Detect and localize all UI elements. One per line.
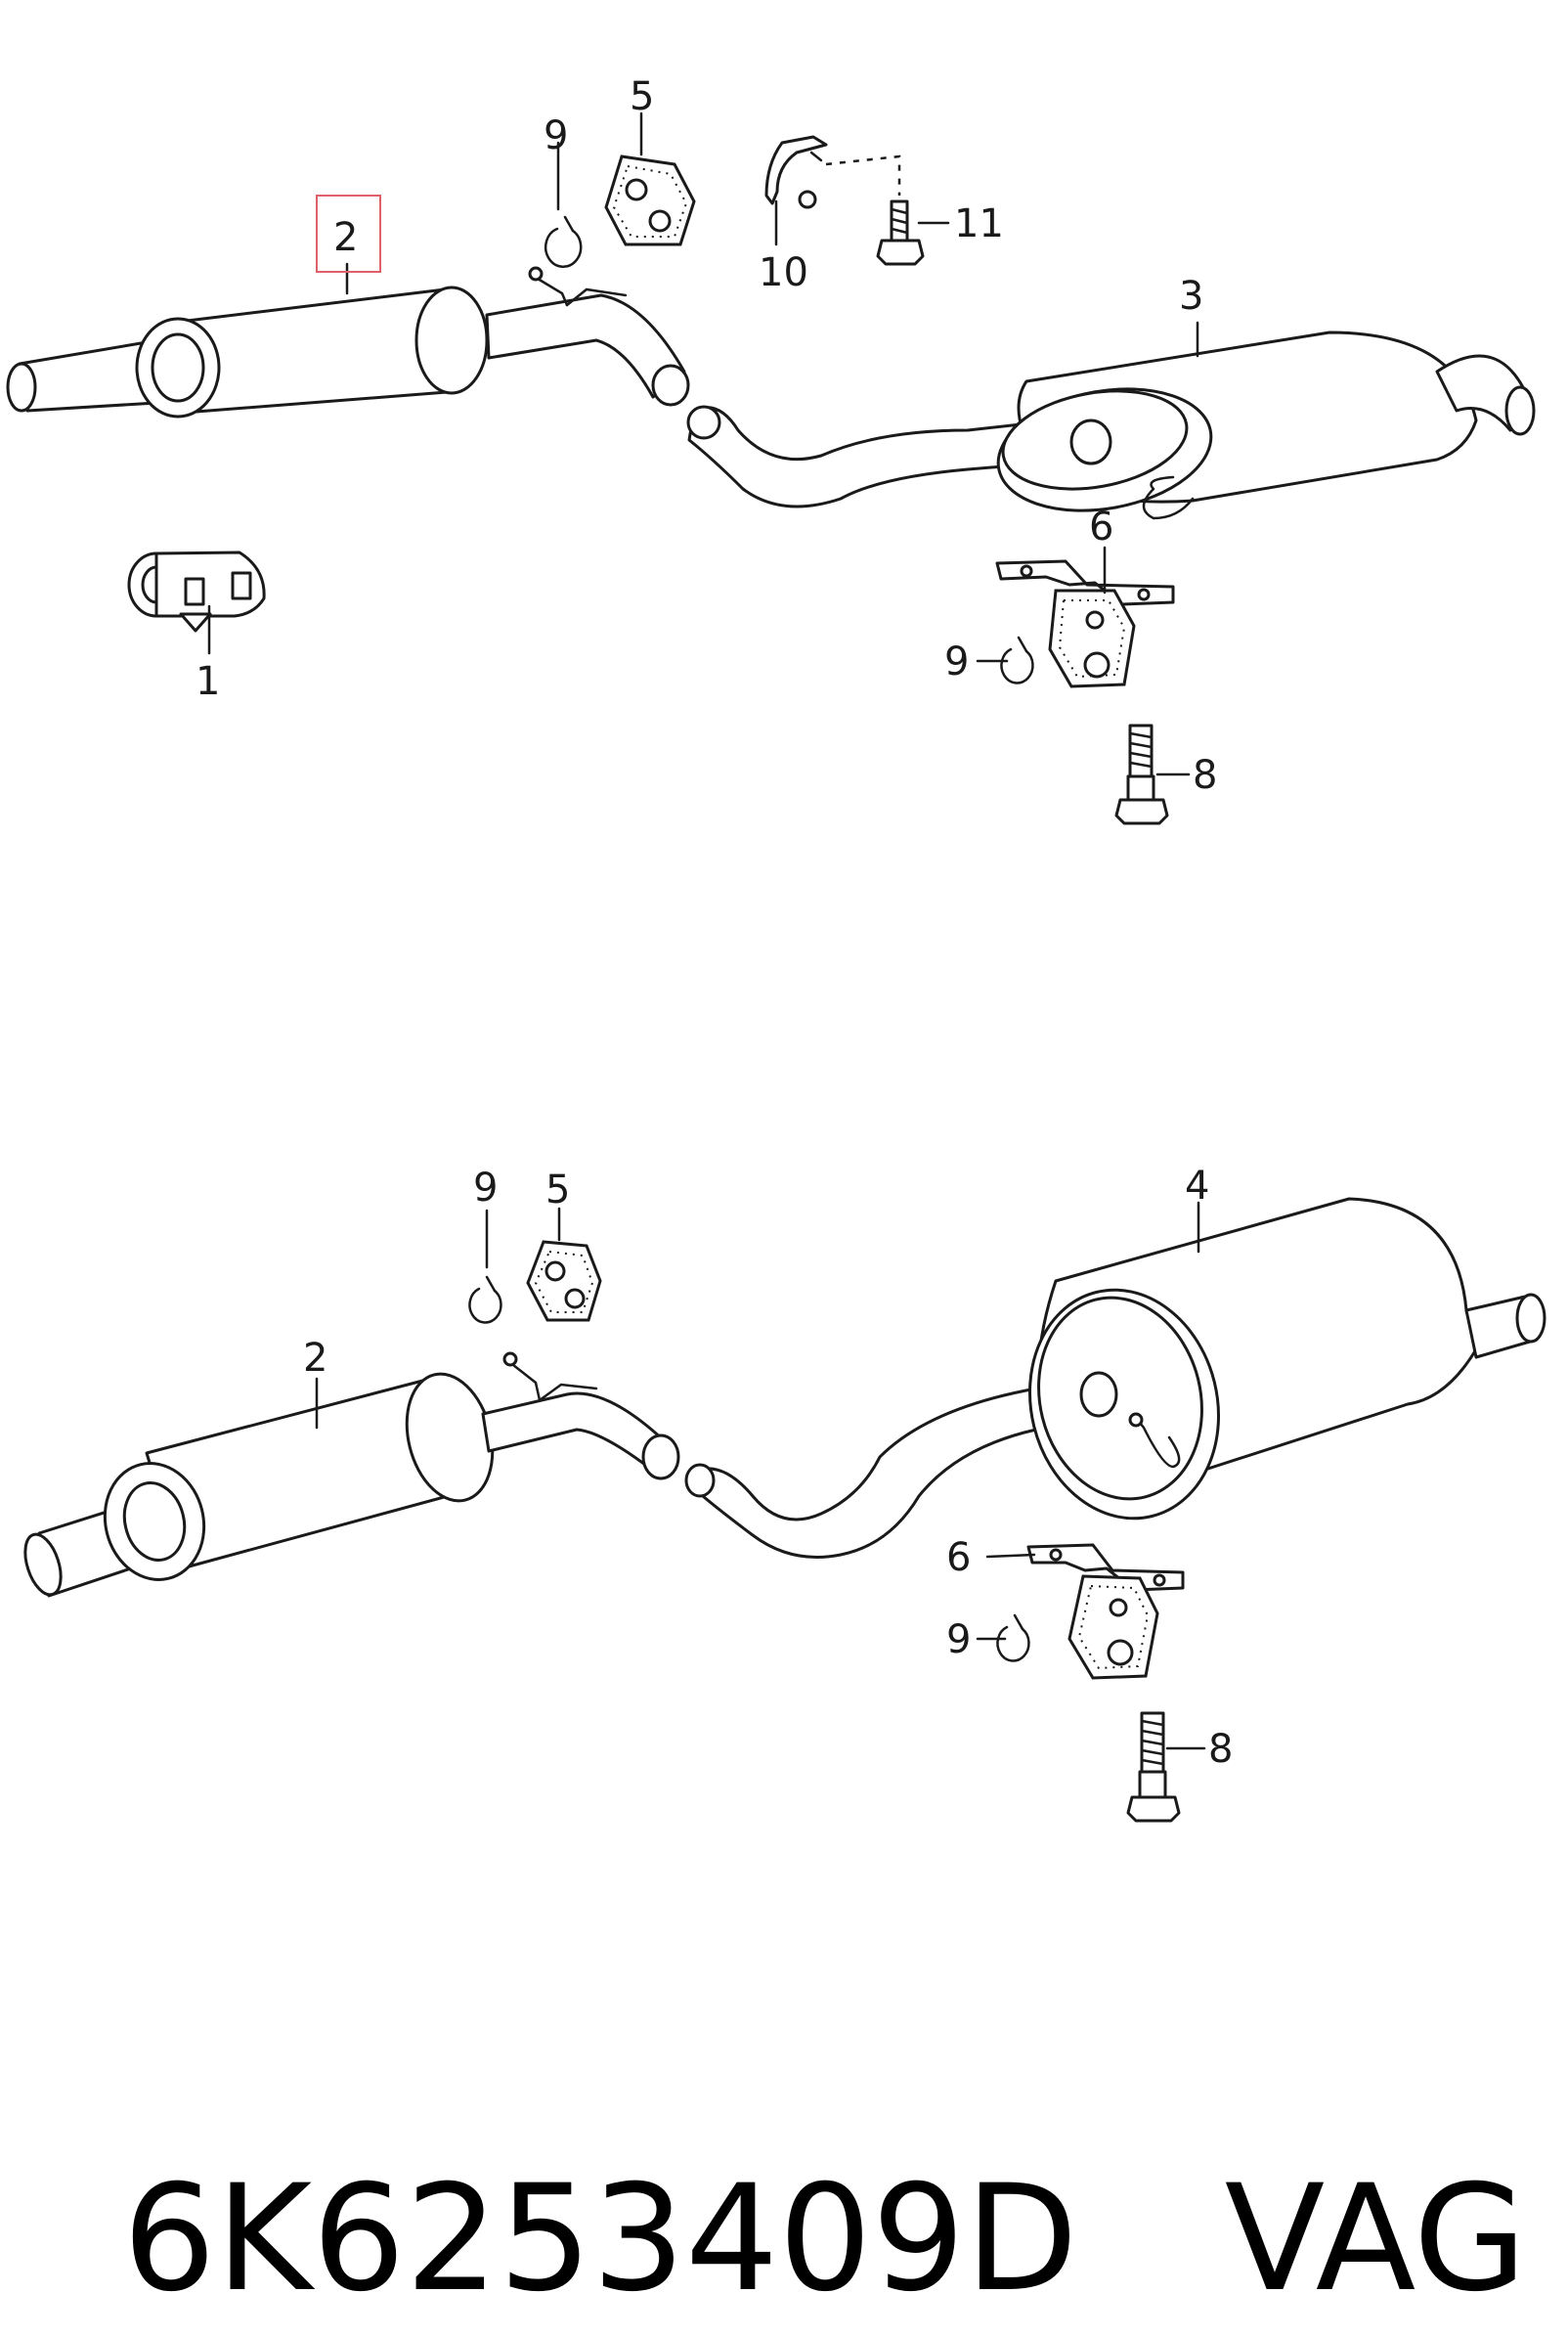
circlip-9b-bottom [996, 1613, 1030, 1662]
circlip-9a-bottom [468, 1275, 502, 1324]
callout-9b-bottom: 9 [946, 1617, 971, 1662]
clamp-top [127, 551, 266, 633]
part-number: 6K6253409D [122, 2154, 1078, 2324]
highlight-box-callout-2 [316, 195, 381, 273]
part-caption: 6K6253409D VAG [29, 1946, 1554, 2324]
bolt-8-top [1114, 724, 1169, 825]
intermediate-pipe-top [485, 266, 690, 407]
exhaust-system-diagram: 1 2 3 5 6 8 9 9 10 11 [6, 74, 1546, 1823]
callout-11-top: 11 [954, 201, 1004, 246]
callout-8-top: 8 [1193, 753, 1217, 798]
callout-2-top: 2 [333, 215, 358, 260]
callout-1-top: 1 [196, 659, 220, 704]
leader-lines-bottom [315, 1201, 1206, 1750]
front-silencer-top [135, 286, 489, 419]
inlet-pipe-top [6, 340, 158, 413]
top-assembly: 1 2 3 5 6 8 9 9 10 11 [6, 74, 1536, 825]
callout-5-bottom: 5 [545, 1168, 570, 1213]
intermediate-pipe-bottom [481, 1351, 680, 1480]
callout-2-bottom: 2 [303, 1336, 327, 1381]
callout-9a-top: 9 [544, 113, 568, 158]
bolt-11-top [876, 199, 925, 266]
front-silencer-bottom [103, 1372, 495, 1581]
callout-10-top: 10 [759, 250, 808, 295]
bolt-8-bottom [1126, 1711, 1181, 1823]
callout-6-top: 6 [1089, 505, 1113, 550]
bottom-assembly: 2 4 5 6 8 9 9 [23, 1164, 1546, 1823]
rear-silencer-bottom [1028, 1197, 1546, 1521]
manufacturer-name: VAG [1224, 2154, 1527, 2324]
callout-6-bottom: 6 [946, 1535, 971, 1580]
rear-silencer-top [996, 331, 1536, 520]
rubber-mount-5-bottom [526, 1240, 602, 1322]
bracket-10-top [764, 135, 901, 209]
callout-3-top: 3 [1179, 274, 1203, 319]
callout-8-bottom: 8 [1208, 1727, 1233, 1772]
callout-9a-bottom: 9 [473, 1166, 498, 1211]
circlip-9b-top [1000, 636, 1034, 684]
callout-5-top: 5 [630, 74, 654, 119]
callout-4-bottom: 4 [1185, 1164, 1209, 1209]
hanger-6-top [995, 559, 1175, 688]
rubber-mount-5-top [604, 154, 696, 246]
leader-lines-top [207, 111, 1199, 776]
circlip-9a-top [544, 215, 583, 269]
hanger-6-bottom [1026, 1543, 1185, 1680]
callout-9b-top: 9 [944, 639, 969, 684]
